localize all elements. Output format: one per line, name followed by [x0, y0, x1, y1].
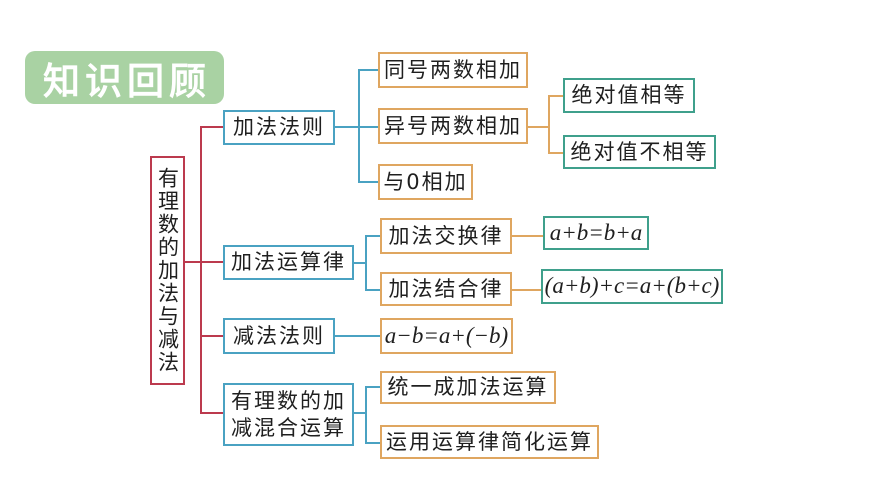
- connector-unlike-child-1: [548, 95, 563, 97]
- connector-addlaws-stem: [354, 262, 367, 264]
- node-associative-law: 加法结合律: [380, 272, 512, 306]
- node-abs-not-equal: 绝对值不相等: [563, 135, 716, 169]
- branch-subtraction-rule-label: 减法法则: [233, 323, 325, 348]
- connector-mixed-stem: [354, 412, 367, 414]
- node-unify-addition: 统一成加法运算: [380, 371, 556, 404]
- connector-red-trunk: [200, 126, 202, 414]
- node-simplify-with-laws-label: 运用运算律简化运算: [386, 429, 593, 454]
- connector-subrule-formula: [335, 335, 380, 337]
- connector-associative-formula: [512, 289, 541, 291]
- connector-red-branch-1: [200, 126, 223, 128]
- commutative-formula-text: a+b=b+a: [549, 219, 643, 245]
- connector-addlaws-child-1: [365, 235, 380, 237]
- connector-commutative-formula: [512, 235, 543, 237]
- node-associative-formula: (a+b)+c=a+(b+c): [541, 269, 723, 304]
- branch-addition-laws: 加法运算律: [223, 245, 354, 280]
- node-abs-equal: 绝对值相等: [563, 78, 695, 113]
- connector-red-branch-3: [200, 335, 223, 337]
- node-same-sign-add: 同号两数相加: [378, 52, 528, 88]
- branch-mixed-operations: 有理数的加减混合运算: [223, 383, 354, 446]
- branch-addition-laws-label: 加法运算律: [231, 250, 346, 275]
- node-commutative-formula: a+b=b+a: [543, 216, 649, 250]
- node-associative-law-label: 加法结合律: [388, 276, 504, 301]
- node-commutative-law-label: 加法交换律: [388, 223, 504, 248]
- node-subtraction-formula: a−b=a+(−b): [380, 318, 513, 354]
- node-unlike-sign-add: 异号两数相加: [378, 108, 528, 144]
- title-badge-label: 知识回顾: [43, 59, 211, 103]
- node-commutative-law: 加法交换律: [380, 218, 512, 254]
- node-add-zero: 与0相加: [378, 164, 473, 200]
- connector-addrule-trunk: [358, 69, 360, 183]
- node-unlike-sign-add-label: 异号两数相加: [384, 113, 522, 138]
- branch-addition-rules: 加法法则: [223, 110, 335, 145]
- connector-unlike-child-2: [548, 152, 563, 154]
- node-add-zero-label: 与0相加: [383, 169, 468, 194]
- node-simplify-with-laws: 运用运算律简化运算: [380, 425, 599, 459]
- node-abs-equal-label: 绝对值相等: [571, 83, 687, 108]
- connector-mixed-trunk: [365, 386, 367, 444]
- connector-root-to-trunk: [184, 261, 224, 263]
- connector-red-branch-4: [200, 412, 223, 414]
- root-node-label: 有理数的加法与减法: [155, 167, 180, 374]
- connector-mixed-child-2: [365, 442, 380, 444]
- associative-formula-text: (a+b)+c=a+(b+c): [544, 273, 720, 299]
- branch-addition-rules-label: 加法法则: [233, 115, 325, 140]
- branch-mixed-operations-label: 有理数的加减混合运算: [231, 389, 346, 440]
- connector-addrule-stem: [335, 126, 378, 128]
- connector-mixed-child-1: [365, 386, 380, 388]
- connector-unlike-stem: [528, 126, 550, 128]
- connector-addlaws-trunk: [365, 235, 367, 291]
- branch-subtraction-rule: 减法法则: [223, 318, 335, 354]
- root-node: 有理数的加法与减法: [150, 156, 185, 385]
- connector-addrule-child-1: [358, 69, 378, 71]
- node-abs-not-equal-label: 绝对值不相等: [570, 139, 709, 164]
- connector-addlaws-child-2: [365, 289, 380, 291]
- subtraction-formula-text: a−b=a+(−b): [384, 322, 509, 348]
- node-unify-addition-label: 统一成加法运算: [387, 375, 549, 400]
- node-same-sign-add-label: 同号两数相加: [384, 57, 522, 82]
- connector-unlike-trunk: [548, 95, 550, 154]
- title-badge: 知识回顾: [25, 51, 224, 104]
- connector-addrule-child-3: [358, 181, 378, 183]
